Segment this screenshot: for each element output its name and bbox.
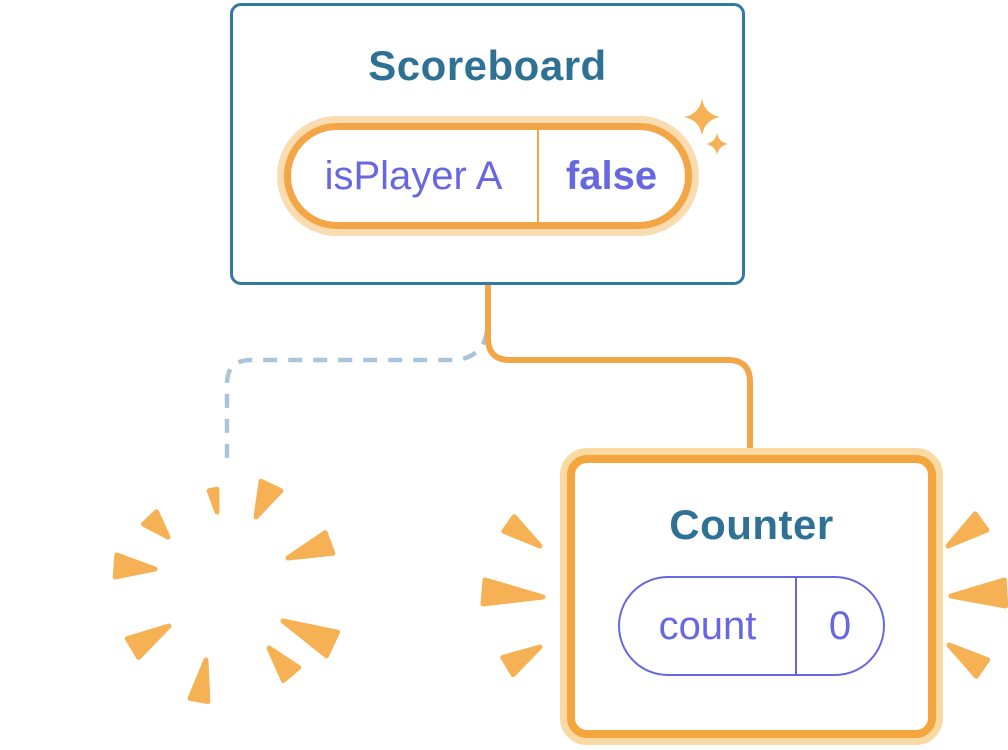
state-name-label: isPlayer A [324,153,503,198]
burst-ray [501,514,543,549]
scoreboard-state-pill: isPlayer A false [283,123,692,230]
scoreboard-component-card: Scoreboard isPlayer A false [230,3,745,285]
burst-ray [948,577,1008,609]
burst-ray [480,577,546,607]
counter-state-pill: count 0 [618,576,885,677]
scoreboard-title: Scoreboard [368,42,607,89]
connector-to-removed-dashed [224,330,490,464]
pill-divider [536,130,539,223]
removed-component-card [90,457,367,724]
counter-title: Counter [669,501,834,548]
state-name-label: count [658,603,757,648]
state-value-label: 0 [828,603,852,648]
burst-ray [945,511,990,549]
pill-divider [795,578,797,675]
counter-component-card: Counter count 0 [567,455,936,738]
burst-ray [946,642,991,679]
connector-to-counter [485,284,753,462]
burst-ray [500,644,543,678]
state-value-label: false [565,153,658,198]
